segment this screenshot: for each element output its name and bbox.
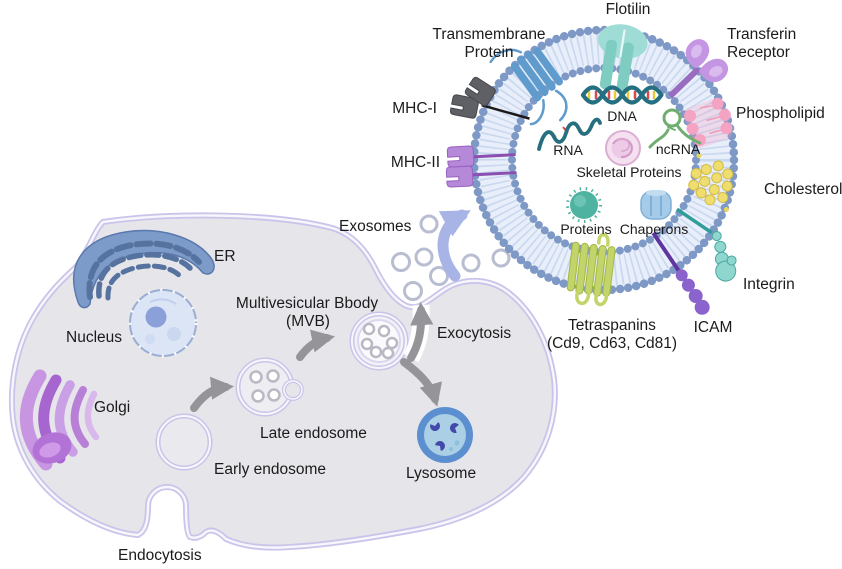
late-endosome (235, 357, 304, 417)
label-mvb-1: Multivesicular Bbody (236, 295, 378, 312)
label-transferin-2: Receptor (727, 44, 790, 61)
chaperon-protein (640, 190, 672, 220)
label-early-endosome: Early endosome (214, 461, 326, 478)
icam-protein (651, 231, 710, 315)
exosome-vesicle (445, 24, 739, 315)
label-exocytosis: Exocytosis (437, 325, 511, 342)
arrow-mvb-to-lysosome (400, 358, 443, 407)
label-mhc1: MHC-I (392, 100, 437, 117)
label-skeletal-proteins: Skeletal Proteins (576, 164, 681, 180)
pathway-arrows (190, 301, 443, 412)
integrin-protein (675, 207, 737, 282)
cell-membrane-innerline (10, 214, 556, 549)
flotilin-protein (597, 24, 648, 93)
multivesicular-body (349, 311, 409, 371)
label-transferin-1: Transferin (727, 26, 796, 43)
phospholipid-cluster (683, 97, 733, 149)
arrow-late-to-mvb (296, 329, 335, 361)
label-endocytosis: Endocytosis (118, 547, 202, 564)
skeletal-proteins (605, 130, 641, 166)
dna-helix (580, 85, 664, 105)
label-phospholipid: Phospholipid (736, 105, 825, 122)
labels: Flotilin Transmembrane Protein Transferi… (66, 1, 842, 564)
proteins-globule (566, 187, 602, 223)
label-icam: ICAM (694, 319, 733, 336)
label-er: ER (214, 248, 236, 265)
label-transmembrane-2: Protein (464, 44, 513, 61)
early-endosome (155, 413, 213, 471)
label-dna: DNA (607, 108, 637, 124)
endoplasmic-reticulum (73, 229, 215, 309)
ncrna-strand (648, 108, 702, 149)
golgi-apparatus (19, 369, 100, 471)
label-proteins: Proteins (560, 221, 611, 237)
arrow-mvb-to-exocytosis (407, 301, 434, 362)
label-tetraspanins-2: (Cd9, Cd63, Cd81) (547, 335, 677, 352)
label-mvb-2: (MVB) (286, 313, 330, 330)
lysosome (417, 407, 473, 463)
rna-strand (537, 117, 602, 151)
label-flotilin: Flotilin (606, 1, 651, 18)
label-lysosome: Lysosome (406, 465, 476, 482)
cholesterol-cluster (688, 153, 734, 213)
label-transmembrane-1: Transmembrane (432, 26, 545, 43)
label-tetraspanins-1: Tetraspanins (568, 317, 656, 334)
nucleolus (145, 306, 167, 328)
released-exosomes (391, 214, 511, 301)
nucleus (128, 288, 198, 358)
arrow-exosomes-to-vesicle (437, 209, 471, 282)
label-golgi: Golgi (94, 399, 130, 416)
label-ncrna: ncRNA (656, 141, 701, 157)
tetraspanin-protein (566, 232, 616, 307)
label-integrin: Integrin (743, 276, 795, 293)
transferin-receptor-protein (668, 39, 729, 99)
label-rna: RNA (553, 142, 583, 158)
mhc2-protein (445, 145, 517, 188)
label-nucleus: Nucleus (66, 329, 122, 346)
label-cholesterol: Cholesterol (764, 181, 842, 198)
arrow-early-to-late (190, 376, 235, 412)
label-late-endosome: Late endosome (260, 425, 367, 442)
label-chaperons: Chaperons (620, 221, 689, 237)
label-exosomes: Exosomes (339, 218, 412, 235)
mhc1-protein (449, 76, 530, 120)
label-mhc2: MHC-II (391, 154, 440, 171)
transmembrane-protein (489, 47, 568, 126)
